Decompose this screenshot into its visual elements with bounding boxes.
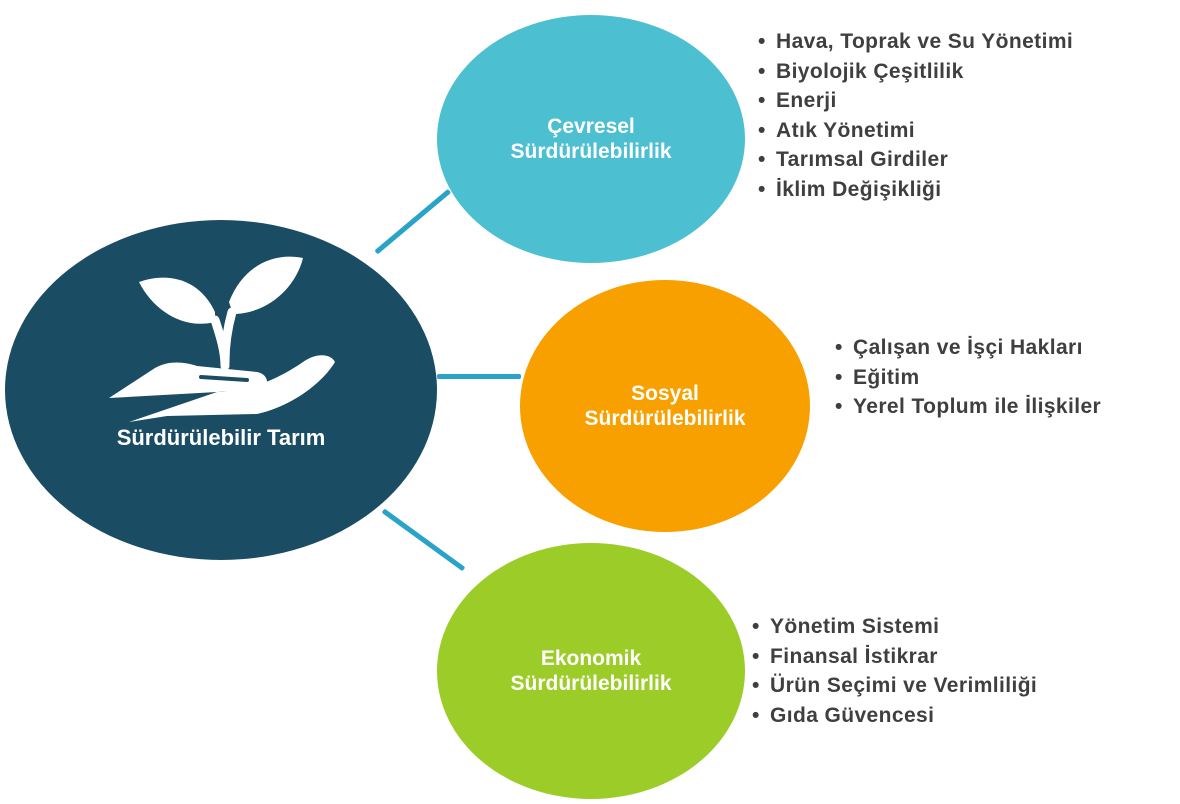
list-item-text: Gıda Güvencesi <box>770 703 935 727</box>
economic-items-list: • Yönetim Sistemi • Finansal İstikrar • Ürü… <box>752 612 1037 730</box>
center-circle: Sürdürülebilir Tarım <box>5 220 437 560</box>
bullet-dot: • <box>758 148 766 171</box>
list-item: • Tarımsal Girdiler <box>758 145 1073 175</box>
social-title-line2: Sürdürülebilirlik <box>584 407 746 430</box>
list-item: • Atık Yönetimi <box>758 116 1073 146</box>
environmental-title-line1: Çevresel <box>547 114 635 138</box>
economic-title-line2: Sürdürülebilirlik <box>510 672 672 695</box>
bullet-dot: • <box>752 644 760 668</box>
list-item: • İklim Değişikliği <box>758 175 1073 205</box>
list-item: • Biyolojik Çeşitlilik <box>758 57 1073 87</box>
list-item-text: Atık Yönetimi <box>776 118 916 142</box>
bullet-dot: • <box>752 615 760 638</box>
list-item-text: Enerji <box>776 89 837 112</box>
list-item-text: Tarımsal Girdiler <box>776 148 949 171</box>
list-item: • Çalışan ve İşçi Hakları <box>835 333 1101 363</box>
social-title-line1: Sosyal <box>631 381 699 405</box>
social-items-list: • Çalışan ve İşçi Hakları • Eğitim • Yerel … <box>835 333 1101 422</box>
economic-circle: Ekonomik Sürdürülebilirlik <box>437 543 745 799</box>
list-item-text: Çalışan ve İşçi Hakları <box>853 336 1083 359</box>
connector-economic <box>381 508 466 572</box>
list-item: • Ürün Seçimi ve Verimliliği <box>752 671 1037 701</box>
list-item: • Hava, Toprak ve Su Yönetimi <box>758 27 1073 57</box>
environmental-items-list: • Hava, Toprak ve Su Yönetimi • Biyolojik … <box>758 27 1073 204</box>
environmental-title-line2: Sürdürülebilirlik <box>510 140 672 163</box>
list-item: • Yerel Toplum ile İlişkiler <box>835 392 1101 422</box>
list-item-text: Biyolojik Çeşitlilik <box>776 59 964 83</box>
bullet-dot: • <box>752 674 760 697</box>
bullet-dot: • <box>835 395 843 418</box>
bullet-dot: • <box>758 177 766 201</box>
center-title: Sürdürülebilir Tarım <box>116 425 326 450</box>
list-item: • Gıda Güvencesi <box>752 701 1037 731</box>
economic-title-line1: Ekonomik <box>540 646 642 670</box>
bullet-dot: • <box>758 30 766 53</box>
bullet-dot: • <box>835 365 843 389</box>
list-item: • Finansal İstikrar <box>752 642 1037 672</box>
list-item: • Eğitim <box>835 363 1101 393</box>
bullet-dot: • <box>835 336 843 359</box>
hand-with-sprout-icon <box>97 250 357 425</box>
bullet-dot: • <box>758 118 766 142</box>
list-item-text: Ürün Seçimi ve Verimliliği <box>770 674 1038 697</box>
connector-environmental <box>374 188 452 255</box>
bullet-dot: • <box>758 59 766 83</box>
list-item-text: İklim Değişikliği <box>776 177 942 201</box>
list-item-text: Eğitim <box>853 365 920 389</box>
list-item-text: Finansal İstikrar <box>770 644 938 668</box>
list-item-text: Hava, Toprak ve Su Yönetimi <box>776 30 1074 53</box>
list-item: • Yönetim Sistemi <box>752 612 1037 642</box>
environmental-circle: Çevresel Sürdürülebilirlik <box>437 15 745 263</box>
list-item-text: Yerel Toplum ile İlişkiler <box>853 395 1102 418</box>
social-circle: Sosyal Sürdürülebilirlik <box>520 280 810 532</box>
list-item-text: Yönetim Sistemi <box>770 615 940 638</box>
connector-social <box>437 374 521 379</box>
bullet-dot: • <box>758 89 766 112</box>
list-item: • Enerji <box>758 86 1073 116</box>
bullet-dot: • <box>752 703 760 727</box>
